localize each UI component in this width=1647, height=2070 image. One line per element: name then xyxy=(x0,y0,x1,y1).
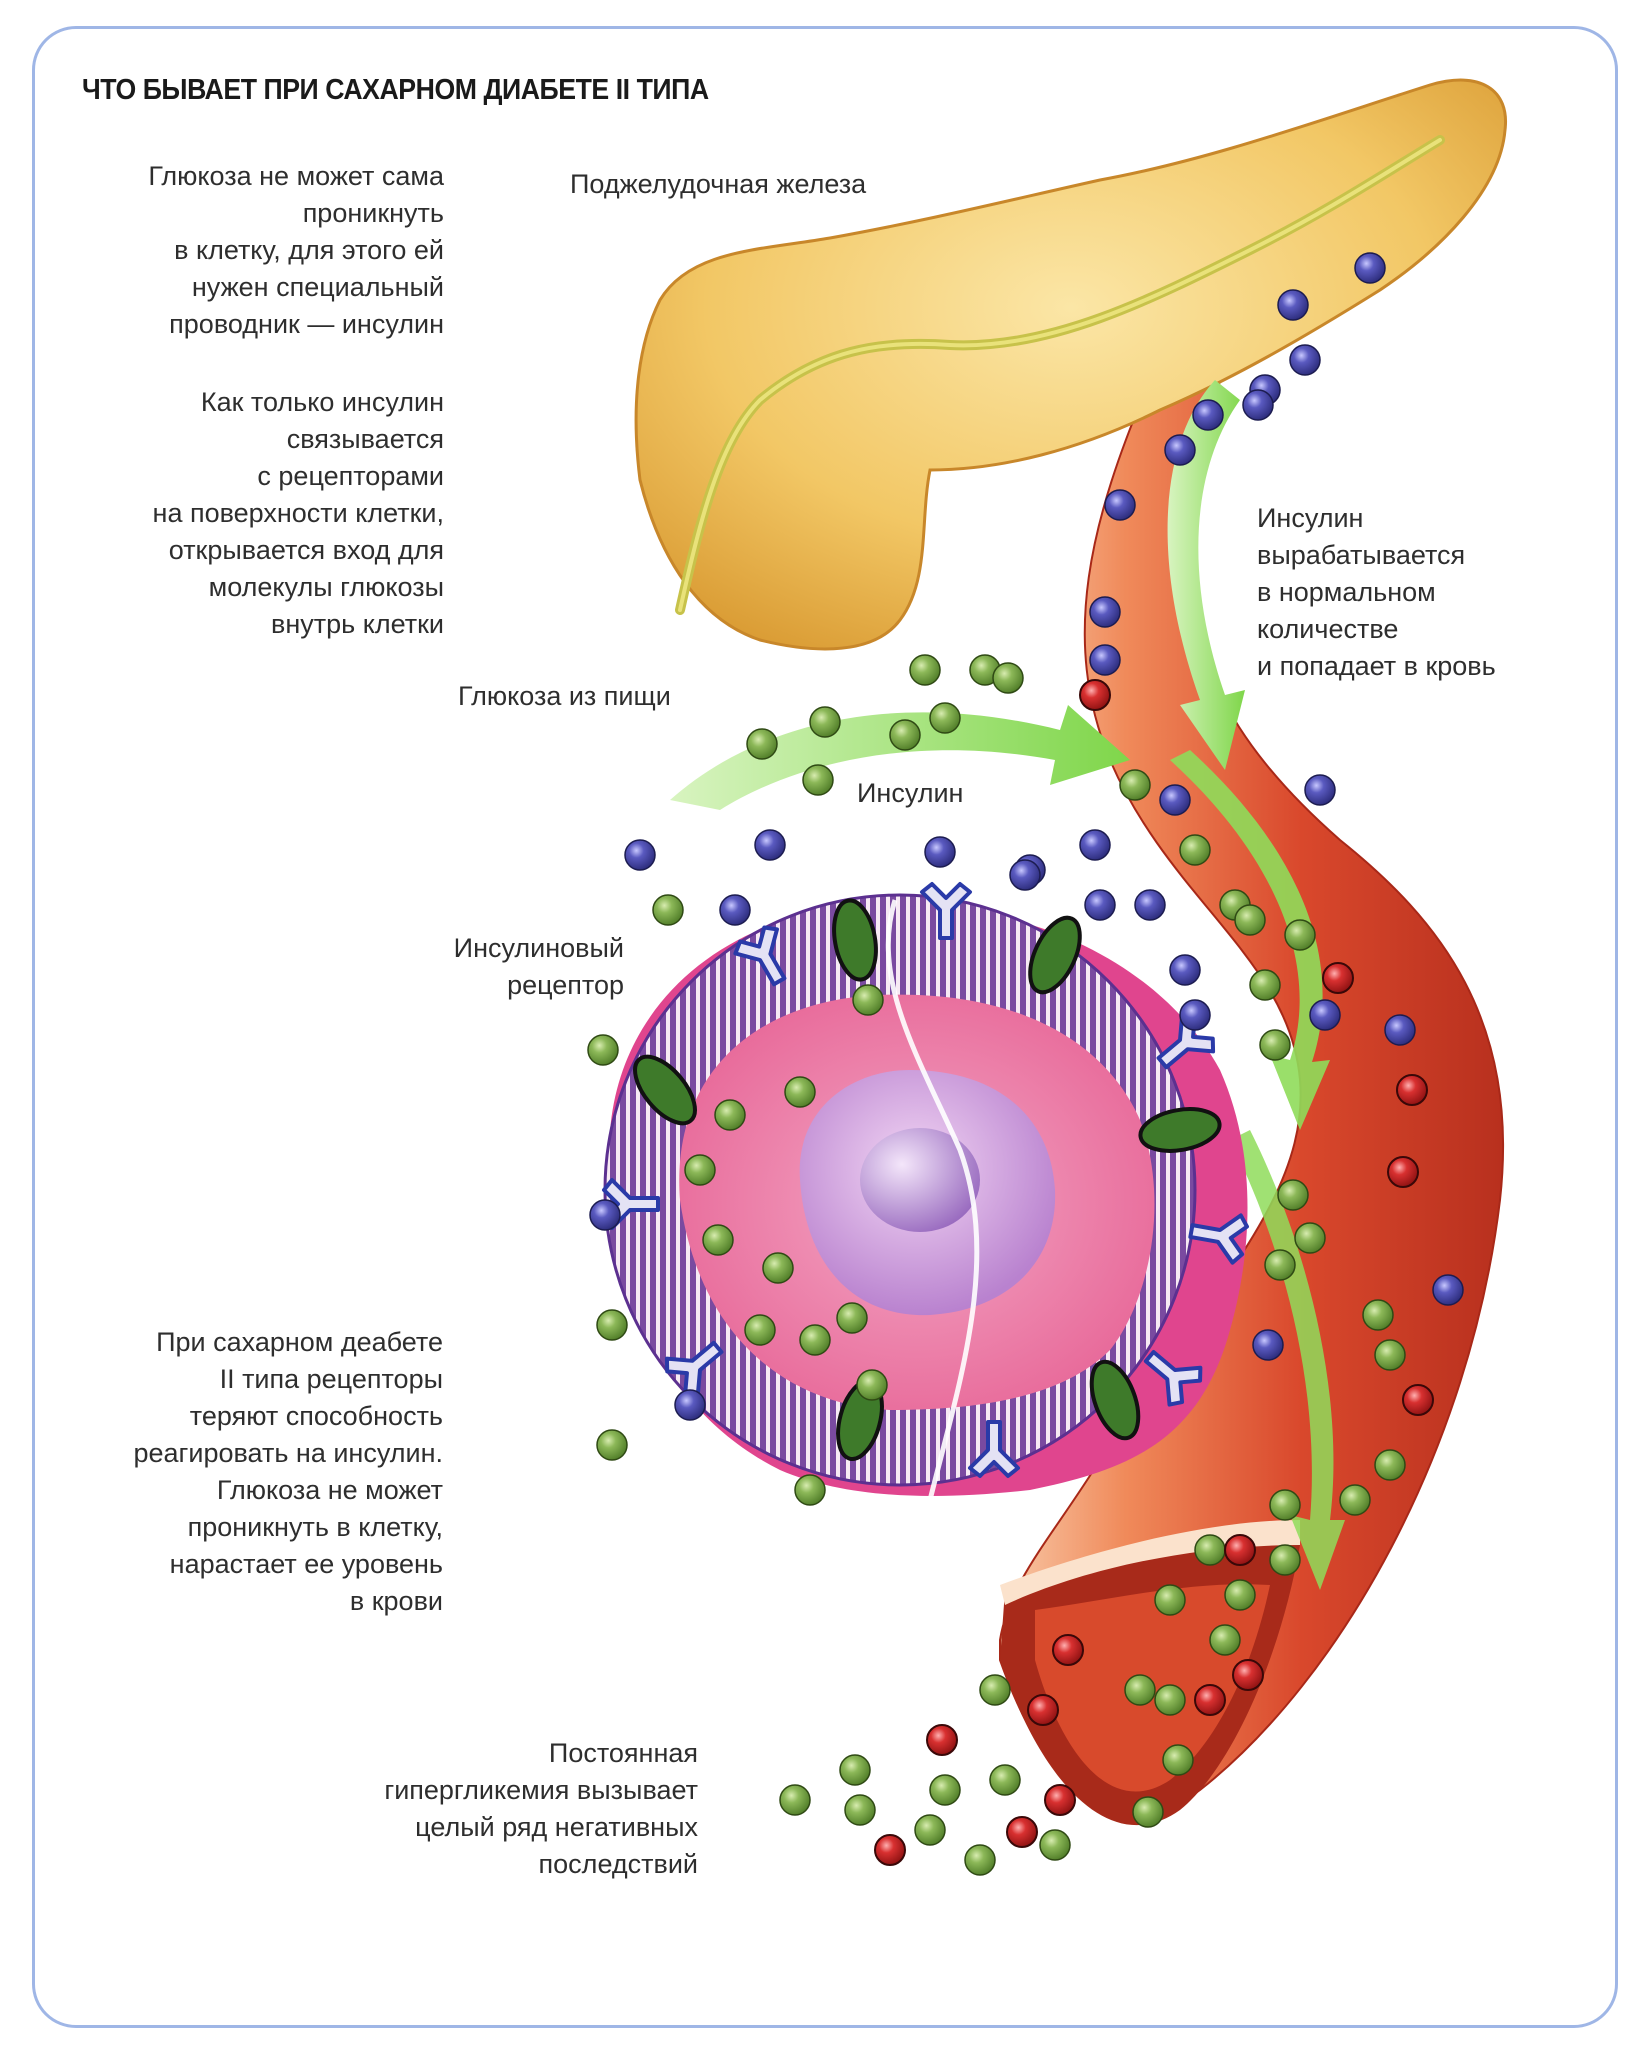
label-type2-receptors: При сахарном деабете II типа рецепторы т… xyxy=(133,1327,444,1616)
label-glucose-from-food: Глюкоза из пищи xyxy=(458,681,671,711)
label-insulin-receptor: Инсулиновый рецептор xyxy=(453,933,624,1000)
label-hyperglycemia: Постоянная гипергликемия вызывает целый … xyxy=(384,1738,698,1879)
page-title: ЧТО БЫВАЕТ ПРИ САХАРНОМ ДИАБЕТЕ II ТИПА xyxy=(82,74,709,106)
label-pancreas: Поджелудочная железа xyxy=(570,169,867,199)
label-glucose-needs-insulin: Глюкоза не может сама проникнуть в клетк… xyxy=(148,161,444,339)
page-frame xyxy=(32,26,1618,2028)
pancreas xyxy=(634,78,1508,651)
label-insulin: Инсулин xyxy=(857,778,964,808)
label-insulin-produced: Инсулин вырабатывается в нормальном коли… xyxy=(1257,503,1496,681)
label-insulin-binds-receptors: Как только инсулин связывается с рецепто… xyxy=(152,387,444,639)
